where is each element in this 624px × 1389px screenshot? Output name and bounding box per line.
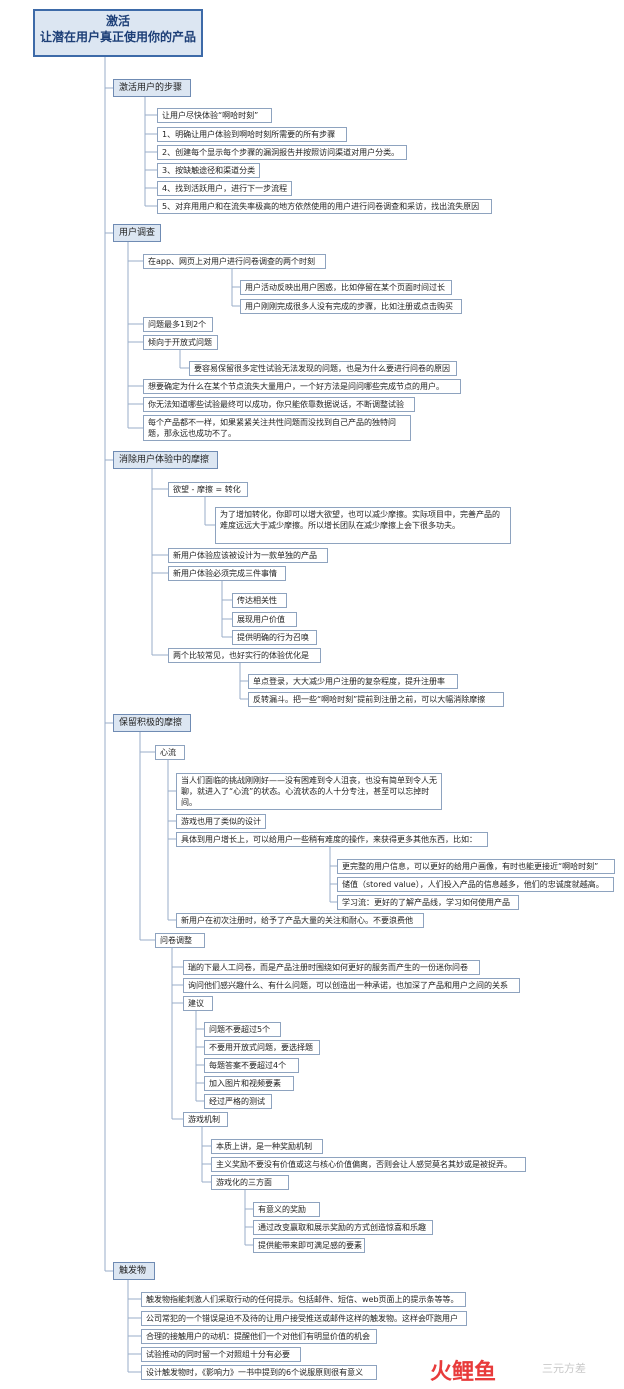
node-surprise-fun[interactable]: 通过改变赢取和展示奖励的方式创造惊喜和乐趣 <box>253 1220 433 1235</box>
node-learning-flow[interactable]: 学习流：更好的了解产品线，学习如何使用产品 <box>337 895 519 910</box>
section-triggers[interactable]: 触发物 <box>113 1262 155 1280</box>
node-user-profile-info[interactable]: 更完整的用户信息，可以更好的给用户画像，有时也能更接近“啊哈时刻” <box>337 859 615 874</box>
node-stored-value[interactable]: 储值（stored value），人们投入产品的信息越多，他们的忠诚度就越高。 <box>337 877 614 892</box>
node-three-things[interactable]: 新用户体验必须完成三件事情 <box>168 566 286 581</box>
node-advice-max4[interactable]: 每题答案不要超过4个 <box>204 1058 299 1073</box>
node-open-questions[interactable]: 倾向于开放式问题 <box>143 335 218 350</box>
root-title-line1: 激活 <box>105 14 130 28</box>
node-step-1[interactable]: 1、明确让用户体验到啊哈时刻所需要的所有步骤 <box>157 127 347 142</box>
node-game-mechanics[interactable]: 游戏机制 <box>183 1112 228 1127</box>
node-common-optimizations[interactable]: 两个比较常见，也好实行的体验优化是 <box>168 648 321 663</box>
node-survey-timing[interactable]: 在app、网页上对用户进行问卷调查的两个时刻 <box>143 254 326 269</box>
node-instant-satisfaction[interactable]: 提供能带来即可满足感的要素 <box>253 1238 365 1253</box>
node-trigger-control-group[interactable]: 试验推动的同时留一个对照组十分有必要 <box>141 1347 301 1362</box>
section-positive-friction[interactable]: 保留积极的摩擦 <box>113 714 191 732</box>
node-open-reason[interactable]: 要容易保留很多定性试验无法发现的问题，也是为什么要进行问卷的原因 <box>189 361 457 376</box>
node-question-count[interactable]: 问题最多1到2个 <box>143 317 213 332</box>
node-step-4[interactable]: 4、找到活跃用户，进行下一步流程 <box>157 181 292 196</box>
node-advice-max5[interactable]: 问题不要超过5个 <box>204 1022 281 1037</box>
node-unique-problem[interactable]: 每个产品都不一样，如果紧紧关注共性问题而没找到自己产品的独特问题，那永远也成功不… <box>143 415 411 441</box>
node-gamification[interactable]: 游戏化的三方面 <box>211 1175 289 1190</box>
root-node-title[interactable]: 激活 让潜在用户真正使用你的产品 <box>33 9 203 57</box>
node-meaningful-reward[interactable]: 有意义的奖励 <box>253 1202 320 1217</box>
node-trigger-motivation[interactable]: 合理的接触用户的动机：提醒他们一个对他们有明显价值的机会 <box>141 1329 377 1344</box>
node-standalone-product[interactable]: 新用户体验应该被设计为一款单独的产品 <box>168 548 328 563</box>
node-trigger-influence[interactable]: 设计触发物时，《影响力》一书中提到的6个说服原则很有意义 <box>141 1365 377 1380</box>
node-desire-formula[interactable]: 欲望 - 摩擦 = 转化 <box>168 482 248 497</box>
node-flow-description[interactable]: 当人们面临的挑战刚刚好——没有困难到令人沮丧，也没有简单到令人无聊，就进入了“心… <box>176 773 442 810</box>
node-formula-note[interactable]: 为了增加转化，你即可以增大欲望，也可以减少摩擦。实际项目中，完善产品的难度远远大… <box>215 507 511 544</box>
node-dropoff-advice[interactable]: 想要确定为什么在某个节点流失大量用户，一个好方法是问问哪些完成节点的用户。 <box>143 379 461 394</box>
node-advice-choice[interactable]: 不要用开放式问题，要选择题 <box>204 1040 320 1055</box>
watermark: 火鲤鱼 三元方差 <box>430 1346 620 1386</box>
node-first-signup[interactable]: 新用户在初次注册时，给予了产品大量的关注和耐心。不要浪费他 <box>176 913 424 928</box>
node-mini-questionnaire[interactable]: 瑞的下最人工问卷，而是产品注册时围绕如何更好的服务而产生的一份迷你问卷 <box>183 960 480 975</box>
section-user-survey[interactable]: 用户调查 <box>113 224 161 242</box>
node-data-driven[interactable]: 你无法知道哪些试验最终可以成功，你只能依靠数据说话，不断调整试验 <box>143 397 415 412</box>
node-reward-value[interactable]: 主义奖励不要没有价值或这与核心价值偏离，否则会让人感觉莫名其妙或是被捉弄。 <box>211 1157 526 1172</box>
node-advice[interactable]: 建议 <box>183 996 213 1011</box>
node-user-value[interactable]: 展现用户价值 <box>232 612 297 627</box>
node-aha-intro[interactable]: 让用户尽快体验“啊哈时刻” <box>157 108 272 123</box>
node-reverse-funnel[interactable]: 反转漏斗。把一些“啊哈时刻”提前到注册之前，可以大幅消除摩擦 <box>248 692 504 707</box>
node-trigger-mistake[interactable]: 公司常犯的一个错误是迫不及待的让用户接受推送或邮件这样的触发物。这样会吓跑用户 <box>141 1311 467 1326</box>
root-title-line2: 让潜在用户真正使用你的产品 <box>39 30 196 44</box>
node-reward-mechanism[interactable]: 本质上讲，是一种奖励机制 <box>211 1139 323 1154</box>
node-advice-testing[interactable]: 经过严格的测试 <box>204 1094 272 1109</box>
watermark-brand: 火鲤鱼 <box>430 1360 497 1385</box>
node-questionnaire[interactable]: 问卷调整 <box>155 933 205 948</box>
node-game-design[interactable]: 游戏也用了类似的设计 <box>176 814 266 829</box>
node-advice-media[interactable]: 加入图片和视频要素 <box>204 1076 294 1091</box>
node-single-sign-on[interactable]: 单点登录，大大减少用户注册的复杂程度，提升注册率 <box>248 674 458 689</box>
node-step-2[interactable]: 2、创建每个显示每个步骤的漏洞报告并按照访问渠道对用户分类。 <box>157 145 407 160</box>
node-step-5[interactable]: 5、对弃用用户和在流失率极高的地方依然使用的用户进行问卷调查和采访，找出流失原因 <box>157 199 492 214</box>
node-relevance[interactable]: 传达相关性 <box>232 593 287 608</box>
node-call-to-action[interactable]: 提供明确的行为召唤 <box>232 630 317 645</box>
node-trigger-definition[interactable]: 触发物指能刺激人们采取行动的任何提示。包括邮件、短信、web页面上的提示条等等。 <box>141 1292 466 1307</box>
node-survey-time-1[interactable]: 用户活动反映出用户困惑，比如停留在某个页面时间过长 <box>240 280 452 295</box>
node-survey-time-2[interactable]: 用户刚刚完成很多人没有完成的步骤，比如注册或点击购买 <box>240 299 462 314</box>
section-activation-steps[interactable]: 激活用户的步骤 <box>113 79 191 97</box>
section-remove-friction[interactable]: 消除用户体验中的摩擦 <box>113 451 218 469</box>
node-step-3[interactable]: 3、按缺触途径和渠道分类 <box>157 163 260 178</box>
node-flow[interactable]: 心流 <box>155 745 185 760</box>
node-commitment[interactable]: 询问他们感兴趣什么、有什么问题，可以创造出一种承诺，也加深了产品和用户之间的关系 <box>183 978 520 993</box>
watermark-author: 三元方差 <box>542 1362 586 1375</box>
node-growth-operations[interactable]: 具体到用户增长上，可以给用户一些稍有难度的操作，来获得更多其他东西，比如： <box>176 832 488 847</box>
